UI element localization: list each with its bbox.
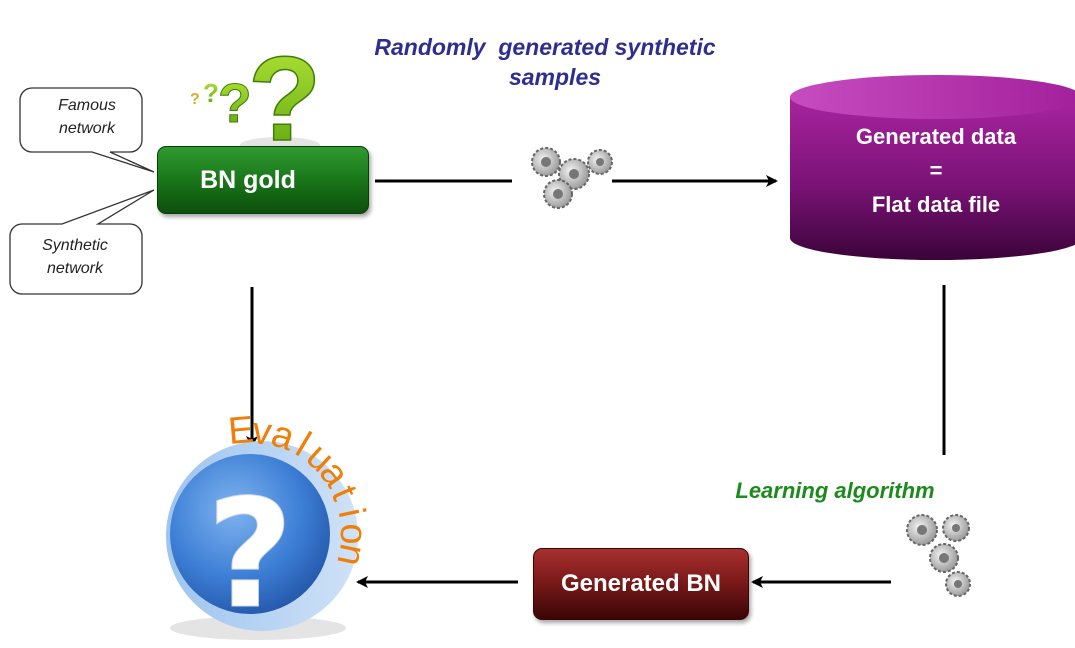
bn-gold-label: BN gold xyxy=(200,165,296,194)
generated-bn-label: Generated BN xyxy=(560,570,722,597)
callout-famous-network: Famous network xyxy=(42,94,132,140)
gears-icon xyxy=(906,514,971,597)
gears-icon xyxy=(531,147,613,209)
database-line1: Generated data xyxy=(855,124,1017,149)
database-line3: Flat data file xyxy=(871,192,1001,217)
question-marks-icon: ? ? ? ? xyxy=(190,31,322,167)
database-cylinder-icon xyxy=(790,75,1075,260)
samples-caption-line1: Randomly generated synthetic xyxy=(374,34,716,60)
learning-algorithm-caption: Learning algorithm xyxy=(735,478,935,503)
generated-data-label: Generated data = Flat data file xyxy=(790,120,1075,222)
callout-synthetic-shape xyxy=(9,189,155,295)
callout-famous-line1: Famous xyxy=(58,97,116,114)
generated-bn-node: Generated BN xyxy=(533,548,749,620)
callout-synthetic-line2: network xyxy=(46,260,104,277)
svg-text:?: ? xyxy=(248,32,321,166)
bn-gold-node: BN gold xyxy=(157,146,369,214)
callout-famous-shape xyxy=(19,87,155,173)
samples-caption-line2: samples xyxy=(508,64,602,90)
callout-famous-line2: network xyxy=(58,120,116,137)
database-line2: = xyxy=(929,158,943,183)
svg-text:?: ? xyxy=(218,72,252,134)
connectors xyxy=(246,175,946,588)
samples-caption: Randomly generated synthetic samples xyxy=(325,32,765,92)
svg-text:?: ? xyxy=(190,91,200,108)
callout-synthetic-line1: Synthetic xyxy=(42,237,108,254)
svg-text:?: ? xyxy=(206,468,293,642)
svg-text:?: ? xyxy=(203,78,219,108)
question-circle-icon: ? xyxy=(166,441,358,643)
callout-synthetic-network: Synthetic network xyxy=(20,234,130,280)
